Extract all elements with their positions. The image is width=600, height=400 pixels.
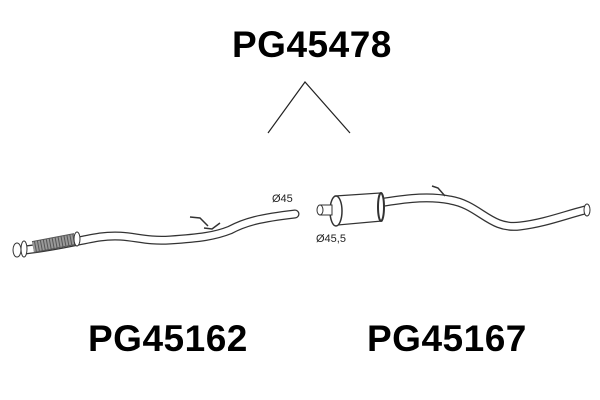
front-pipe-code-label: PG45162 <box>88 318 248 359</box>
assembly-code-label: PG45478 <box>232 24 392 65</box>
rear-silencer-diameter-label: Ø45,5 <box>316 233 346 245</box>
rear-silencer-code-label: PG45167 <box>367 318 527 359</box>
rear-silencer-drawing <box>316 185 591 231</box>
assembly-connector-lines <box>267 81 351 134</box>
front-pipe-diameter-label: Ø45 <box>272 193 293 205</box>
front-pipe-drawing <box>12 209 300 258</box>
